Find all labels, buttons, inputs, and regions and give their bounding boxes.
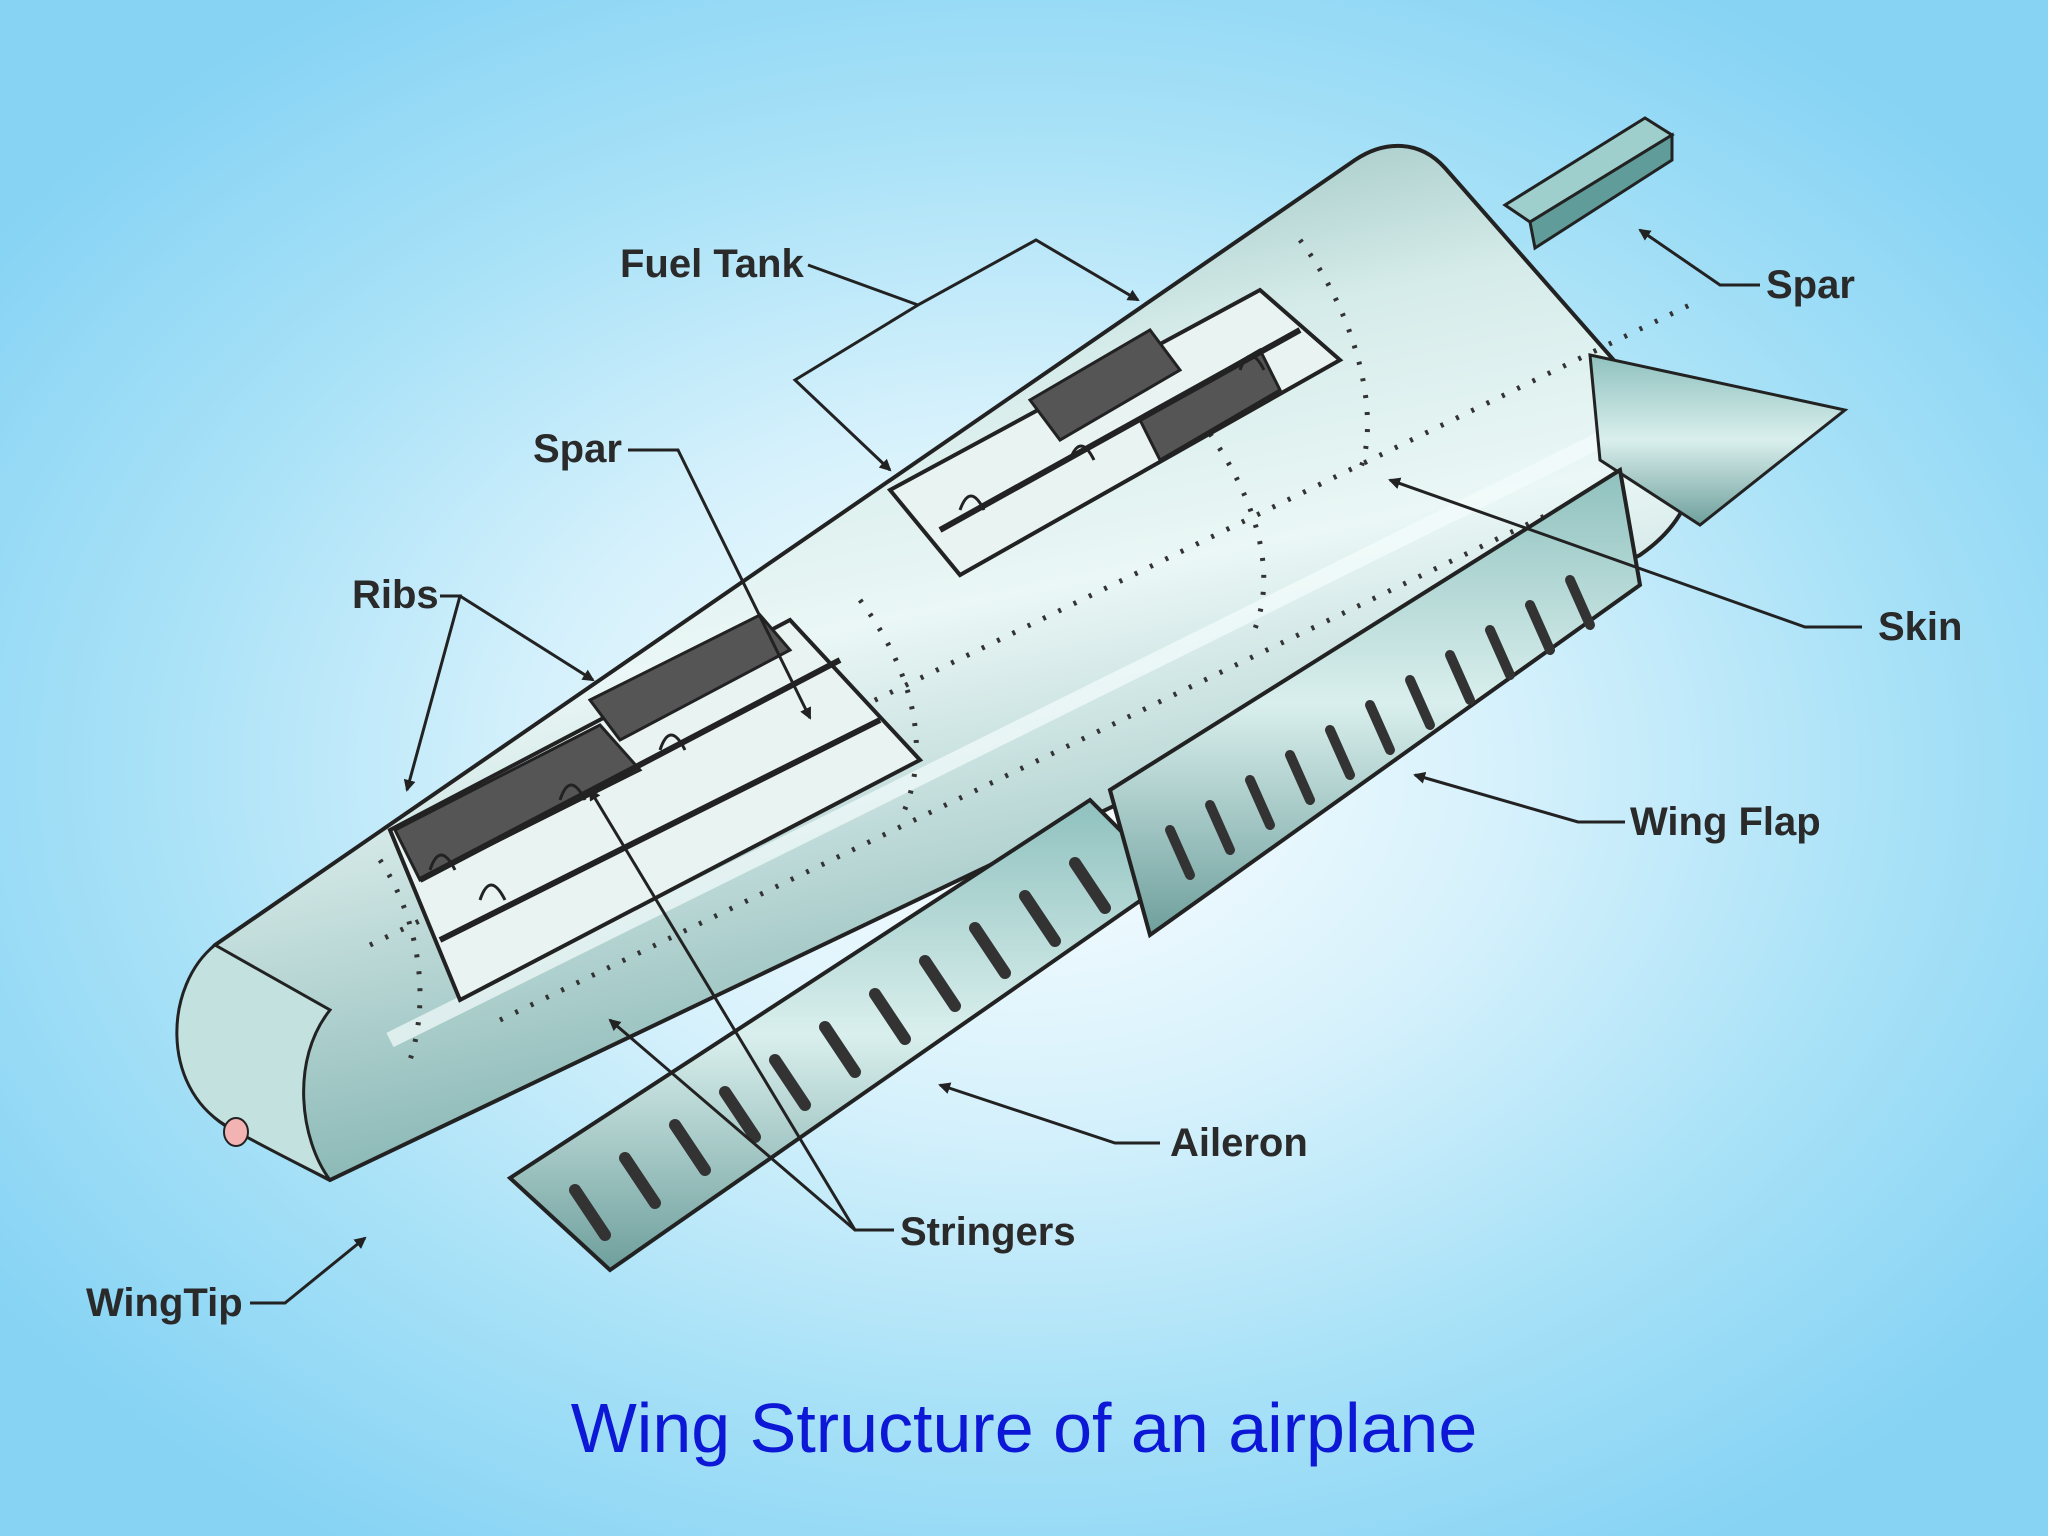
fuel-tank-leader: [807, 238, 1140, 307]
label-ribs: Ribs: [352, 573, 439, 617]
stringers-leader-2: [608, 1018, 856, 1232]
root-flap: [1588, 353, 1849, 527]
label-aileron: Aileron: [1170, 1121, 1308, 1165]
aileron-surface: [506, 797, 1174, 1273]
label-wingtip: WingTip: [86, 1281, 243, 1325]
wingtip-leader: [250, 1236, 367, 1305]
aileron-leader: [938, 1082, 1160, 1145]
label-fuel-tank: Fuel Tank: [620, 242, 804, 286]
spar-top-leader: [1638, 228, 1760, 287]
ribs-leader-2: [459, 594, 595, 682]
label-wing-flap: Wing Flap: [1630, 800, 1821, 844]
diagram-caption: Wing Structure of an airplane: [570, 1389, 1478, 1467]
wing-flap-surface: [1107, 466, 1643, 939]
skin-leader: [1388, 477, 1862, 629]
nav-light: [223, 1117, 249, 1147]
label-spar-left: Spar: [533, 427, 622, 471]
wing-flap-leader: [1413, 772, 1625, 824]
label-stringers: Stringers: [900, 1210, 1076, 1254]
inner-structure-left: [387, 613, 924, 1003]
fuel-tank-leader-2: [792, 303, 919, 472]
root-spar: [1502, 116, 1675, 251]
inner-structure-top: [886, 287, 1344, 578]
ribs-leader-1: [403, 594, 462, 792]
label-spar-top: Spar: [1766, 263, 1855, 307]
label-skin: Skin: [1878, 605, 1962, 649]
spar-left-leader: [628, 448, 812, 720]
leader-lines: [250, 228, 1862, 1305]
